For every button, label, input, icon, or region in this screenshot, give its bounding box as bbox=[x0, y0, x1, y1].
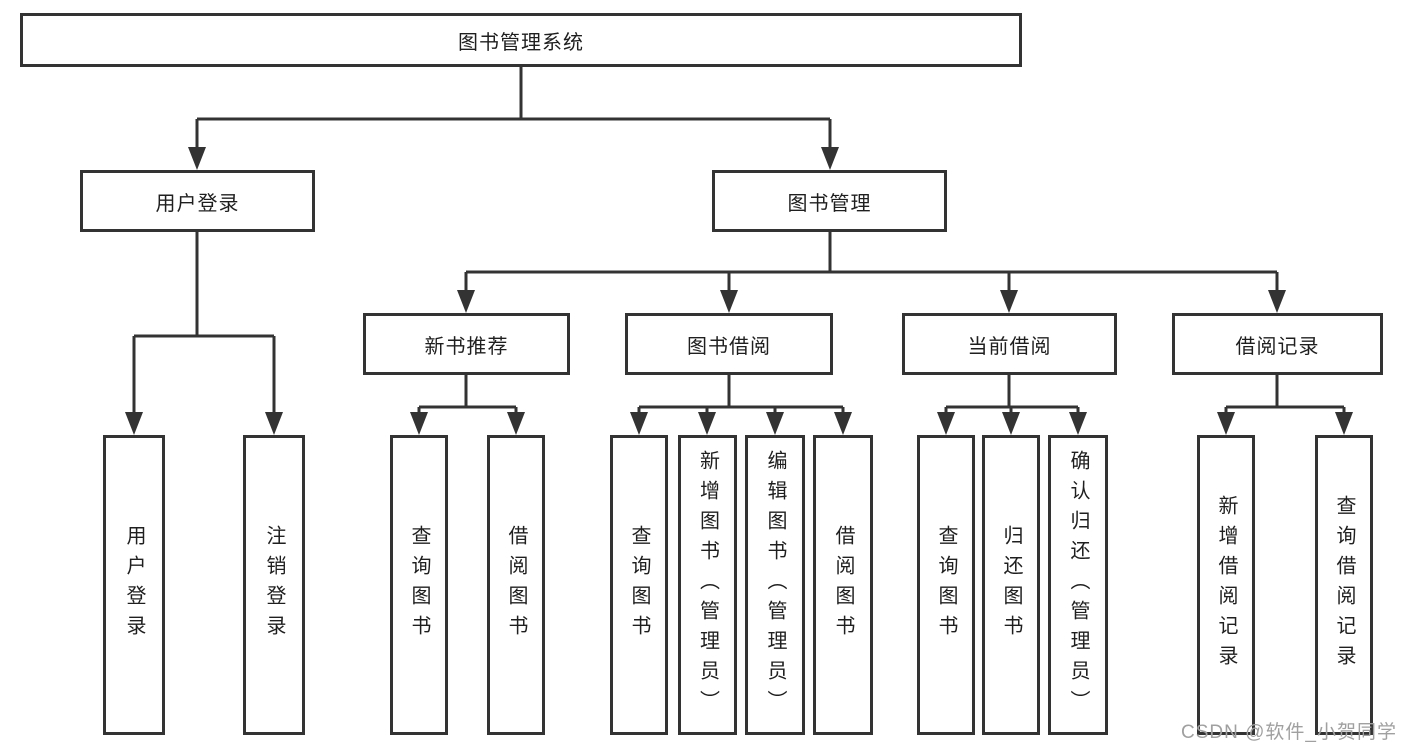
csdn-watermark: CSDN @软件_小贺同学 bbox=[1181, 722, 1397, 743]
node-root-system: 图书管理系统 bbox=[20, 13, 1022, 67]
leaf-borrow-borrow-books: 借阅图书 bbox=[813, 435, 873, 735]
leaf-current-return-books-label: 归还图书 bbox=[1000, 525, 1022, 645]
leaf-borrow-edit-books-admin: 编辑图书（管理员） bbox=[745, 435, 805, 735]
leaf-records-query-record-label: 查询借阅记录 bbox=[1333, 495, 1355, 675]
node-book-management-branch: 图书管理 bbox=[712, 170, 947, 232]
leaf-newbook-query-books: 查询图书 bbox=[390, 435, 448, 735]
leaf-borrow-query-books: 查询图书 bbox=[610, 435, 668, 735]
leaf-user-login-label: 用户登录 bbox=[123, 525, 145, 645]
leaf-current-query-books-label: 查询图书 bbox=[935, 525, 957, 645]
leaf-current-return-books: 归还图书 bbox=[982, 435, 1040, 735]
leaf-current-confirm-return-admin-label: 确认归还（管理员） bbox=[1067, 450, 1089, 720]
node-user-login-branch: 用户登录 bbox=[80, 170, 315, 232]
leaf-newbook-query-books-label: 查询图书 bbox=[408, 525, 430, 645]
node-book-borrowing: 图书借阅 bbox=[625, 313, 833, 375]
leaf-borrow-query-books-label: 查询图书 bbox=[628, 525, 650, 645]
leaf-current-confirm-return-admin: 确认归还（管理员） bbox=[1048, 435, 1108, 735]
node-borrowing-records: 借阅记录 bbox=[1172, 313, 1383, 375]
leaf-logout: 注销登录 bbox=[243, 435, 305, 735]
arrowheads bbox=[125, 147, 1353, 435]
leaf-newbook-borrow-books: 借阅图书 bbox=[487, 435, 545, 735]
leaf-records-add-record: 新增借阅记录 bbox=[1197, 435, 1255, 735]
leaf-records-query-record: 查询借阅记录 bbox=[1315, 435, 1373, 735]
leaf-borrow-add-books-admin-label: 新增图书（管理员） bbox=[696, 450, 719, 720]
leaf-records-add-record-label: 新增借阅记录 bbox=[1215, 495, 1237, 675]
leaf-borrow-add-books-admin: 新增图书（管理员） bbox=[678, 435, 737, 735]
leaf-logout-label: 注销登录 bbox=[263, 525, 285, 645]
leaf-user-login: 用户登录 bbox=[103, 435, 165, 735]
leaf-current-query-books: 查询图书 bbox=[917, 435, 975, 735]
leaf-borrow-borrow-books-label: 借阅图书 bbox=[832, 525, 854, 645]
leaf-newbook-borrow-books-label: 借阅图书 bbox=[505, 525, 527, 645]
node-new-book-recommendation: 新书推荐 bbox=[363, 313, 570, 375]
leaf-borrow-edit-books-admin-label: 编辑图书（管理员） bbox=[764, 450, 786, 720]
node-current-borrowing: 当前借阅 bbox=[902, 313, 1117, 375]
